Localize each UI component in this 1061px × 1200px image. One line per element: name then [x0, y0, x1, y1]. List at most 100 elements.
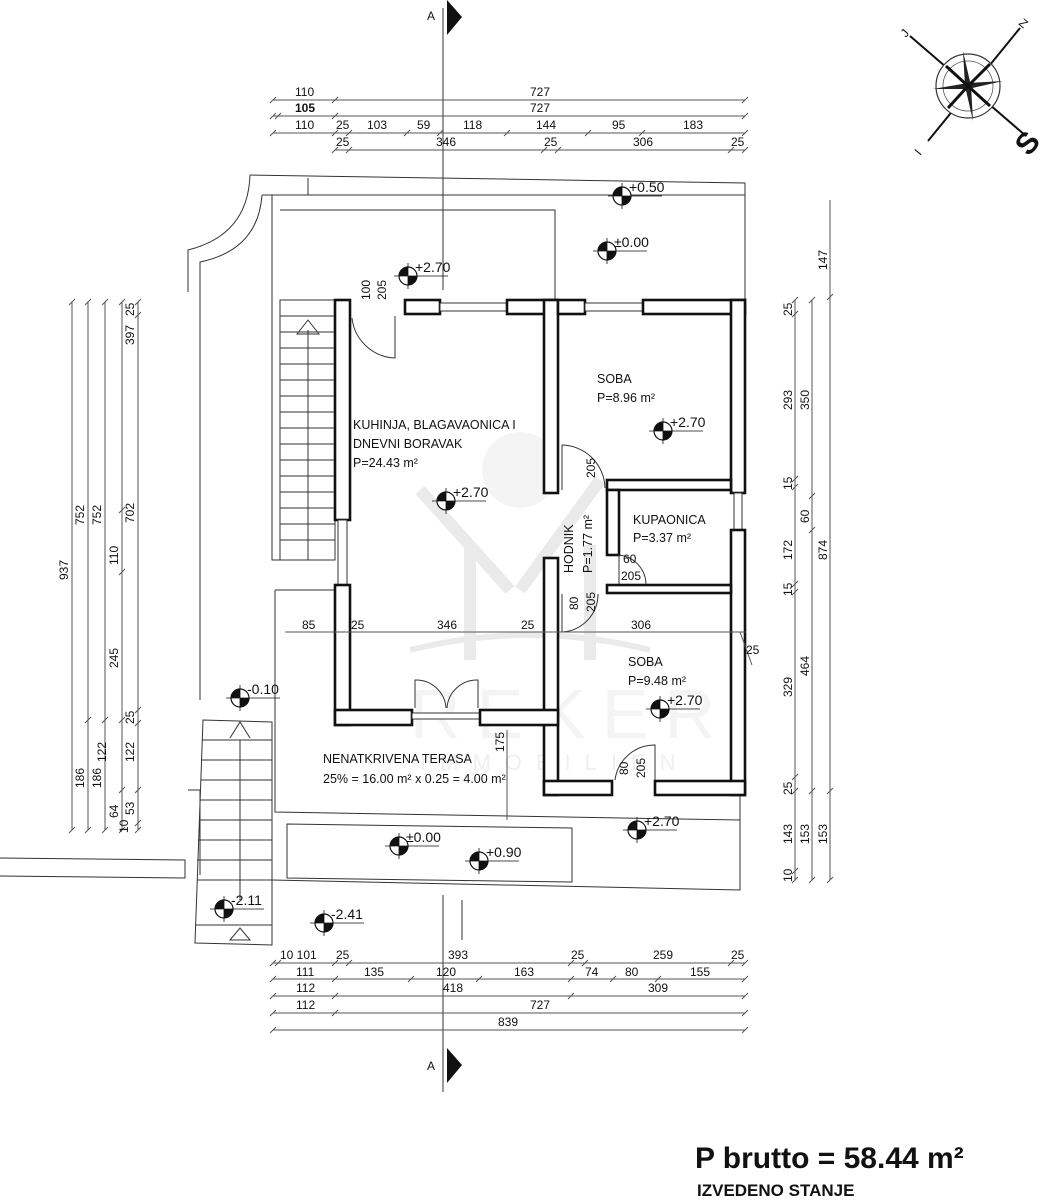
plan-state-label: IZVEDENO STANJE	[697, 1181, 854, 1200]
dimension-label: ±0.00	[614, 234, 649, 250]
dimension-label: 702	[123, 503, 137, 523]
dimension-label: 25	[123, 302, 137, 316]
dimension-label: 205	[375, 280, 389, 300]
room-soba1-area: P=8.96 m²	[597, 391, 655, 405]
room-kitchen-area: P=24.43 m²	[353, 456, 418, 470]
room-terasa-area: 25% = 16.00 m² x 0.25 = 4.00 m²	[323, 772, 506, 786]
section-arrow-icon	[447, 1048, 462, 1083]
door-soba	[614, 744, 656, 781]
dimension-label: 205	[621, 569, 641, 583]
site-outline	[0, 174, 746, 940]
stairs-arrow-icon	[228, 927, 252, 941]
dimension-label: 839	[498, 1015, 518, 1029]
dimension-label: 245	[107, 648, 121, 668]
room-hodnik-area: P=1.77 m²	[581, 515, 595, 573]
elevation-marker: +0.90	[464, 844, 522, 875]
dimension-label: 25	[123, 710, 137, 724]
dimension-label: 80	[617, 761, 631, 775]
dimension-label: +2.70	[667, 692, 703, 708]
dimension-label: 205	[584, 458, 598, 478]
dimension-label: 175	[493, 732, 507, 752]
door-kupaonica	[618, 554, 647, 585]
compass-i: I	[912, 146, 925, 158]
dimension-label: 937	[57, 560, 71, 580]
dimension-label: +0.90	[486, 844, 522, 860]
elevation-marker: -0.10	[225, 681, 281, 712]
dimension-label: 60	[623, 552, 637, 566]
compass-icon: Z J I S	[898, 16, 1047, 162]
room-terasa-name: NENATKRIVENA TERASA	[323, 752, 473, 766]
dimension-label: 25	[781, 302, 795, 316]
dimension-label: 10	[781, 868, 795, 882]
stairs-lower	[194, 719, 273, 946]
room-kupaonica-area: P=3.37 m²	[633, 531, 691, 545]
room-labels: KUHINJA, BLAGAVAONICA I DNEVNI BORAVAK P…	[323, 372, 706, 786]
room-soba2-area: P=9.48 m²	[628, 674, 686, 688]
dimension-label: 80	[625, 965, 639, 979]
section-label-top: A	[427, 9, 435, 23]
dimension-label: 153	[816, 824, 830, 844]
dimension-label: 205	[584, 592, 598, 612]
dimension-label: 112	[296, 981, 315, 995]
elevation-marker: -2.11	[209, 892, 265, 923]
dimension-label: 727	[530, 998, 550, 1012]
dimension-label: 155	[690, 965, 710, 979]
dimension-label: ±0.00	[406, 829, 441, 845]
dimension-label: 15	[781, 476, 795, 490]
dimension-label: 727	[530, 85, 550, 99]
dimension-label: 153	[798, 824, 812, 844]
dimension-label: 306	[633, 135, 653, 149]
dimension-label: +0.50	[629, 179, 665, 195]
dimension-label: 186	[73, 768, 87, 788]
dimension-label: 25	[731, 135, 745, 149]
dimension-label: 111	[296, 965, 315, 979]
dimension-label: 105	[295, 101, 315, 115]
dimension-label: 329	[781, 677, 795, 697]
room-hodnik-name: HODNIK	[562, 524, 576, 573]
dimension-label: 350	[798, 390, 812, 410]
dimension-label: 103	[367, 118, 387, 132]
room-soba2-name: SOBA	[628, 655, 663, 669]
door-terrace	[414, 679, 479, 709]
walls	[333, 298, 747, 797]
dimension-label: 112	[296, 998, 315, 1012]
room-kitchen-name2: DNEVNI BORAVAK	[353, 437, 463, 451]
dimension-label: 110	[295, 118, 314, 132]
dimension-label: 135	[364, 965, 384, 979]
dimension-label: +2.70	[453, 484, 489, 500]
stairs-upper	[279, 299, 336, 561]
dimension-label: 183	[683, 118, 703, 132]
elevation-marker: ±0.00	[592, 234, 649, 265]
compass-j: J	[898, 26, 913, 40]
dimension-label: -2.41	[331, 906, 363, 922]
elevation-markers: +0.50 ±0.00 +2.70 +2.70 +2.70 -0.10 +2.7…	[209, 179, 706, 937]
dimension-label: 147	[816, 250, 830, 270]
dimensions-left: 937 752 752 397 702 110 245 25 25 186 18…	[57, 298, 142, 834]
dimension-label: 100	[359, 280, 373, 300]
dimension-label: 293	[781, 390, 795, 410]
dimension-label: 464	[798, 656, 812, 676]
dimension-label: 25	[336, 948, 350, 962]
dimension-label: 74	[585, 965, 599, 979]
gross-area-title: P brutto = 58.44 m²	[695, 1142, 964, 1175]
elevation-marker: +2.70	[431, 484, 489, 515]
elevation-marker: -2.41	[309, 906, 365, 937]
elevation-marker: +0.50	[607, 179, 665, 210]
dimension-label: 752	[73, 505, 87, 525]
dimension-label: 53	[123, 801, 137, 815]
stairs-up-arrow-icon	[229, 721, 251, 739]
dimension-label: 110	[295, 85, 314, 99]
dimension-label: 259	[653, 948, 673, 962]
stairs-up-arrow-icon	[295, 319, 321, 335]
dimension-label: -0.10	[247, 681, 279, 697]
dimensions-right: 25 293 15 172 15 329 25 143 10 350 60 46…	[781, 200, 834, 884]
elevation-marker: ±0.00	[384, 829, 441, 860]
dimension-label: 205	[634, 758, 648, 778]
dimension-label: +2.70	[644, 813, 680, 829]
dimension-label: 95	[612, 118, 626, 132]
dimension-label: 10	[117, 819, 131, 833]
section-arrow-icon	[447, 0, 462, 35]
compass-s: S	[1009, 125, 1047, 162]
